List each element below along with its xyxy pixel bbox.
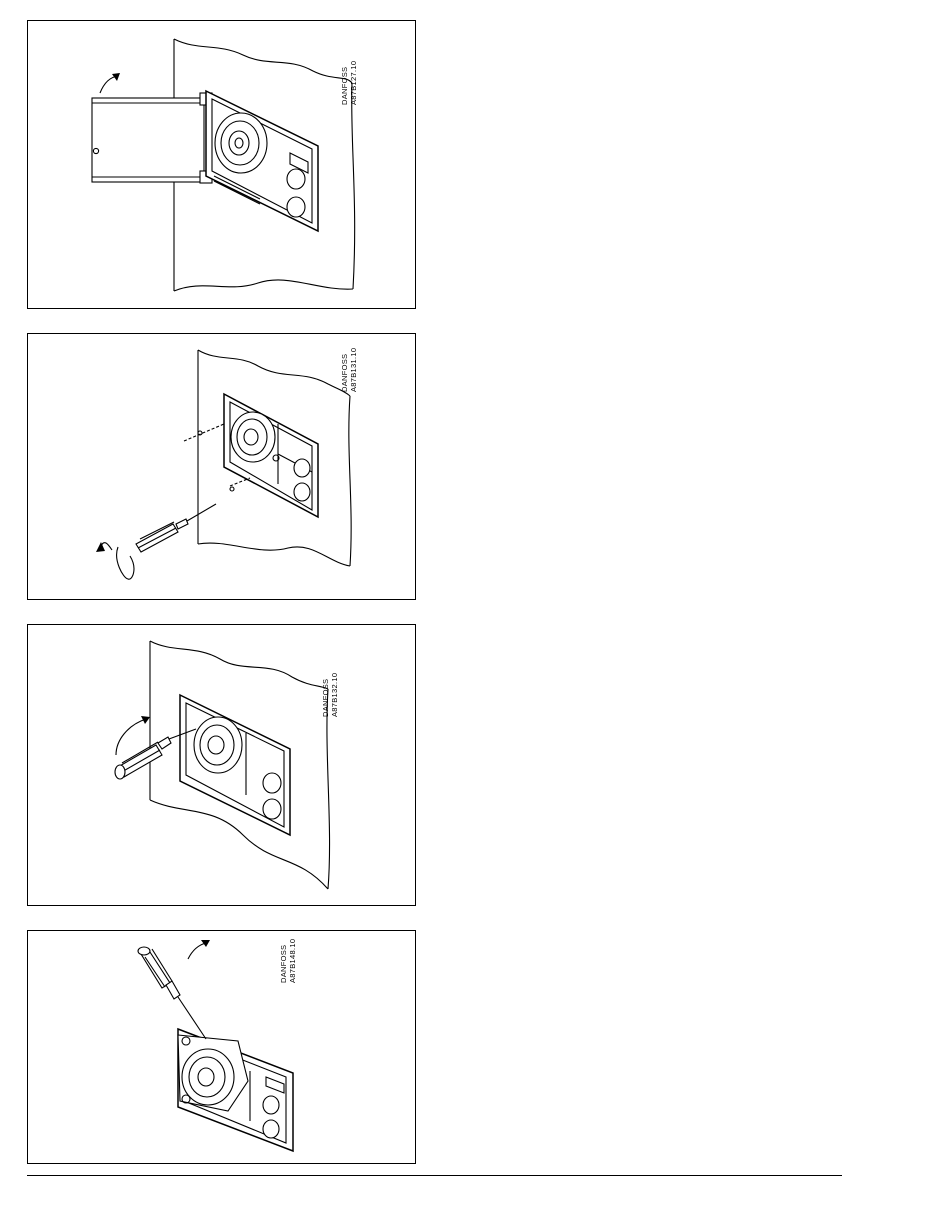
figure-code: A87B148.10 xyxy=(288,939,297,983)
figure-code: A87B127.10 xyxy=(349,61,358,105)
figure-remove-screws: DANFOSS A87B131.10 xyxy=(27,333,416,600)
footer-rule xyxy=(27,1175,842,1176)
cover-open-illustration xyxy=(28,21,417,310)
unscrew-illustration xyxy=(28,334,417,601)
figure-release-front: DANFOSS A87B148.10 xyxy=(27,930,416,1164)
figure-code: A87B132.10 xyxy=(330,673,339,717)
brand-label: DANFOSS xyxy=(321,673,330,717)
lever-illustration xyxy=(28,625,417,907)
brand-label: DANFOSS xyxy=(340,61,349,105)
figure-open-cover: DANFOSS A87B127.10 xyxy=(27,20,416,309)
brand-label: DANFOSS xyxy=(340,348,349,392)
figure-lever-base: DANFOSS A87B132.10 xyxy=(27,624,416,906)
brand-label: DANFOSS xyxy=(279,939,288,983)
release-illustration xyxy=(28,931,417,1165)
figure-code: A87B131.10 xyxy=(349,348,358,392)
